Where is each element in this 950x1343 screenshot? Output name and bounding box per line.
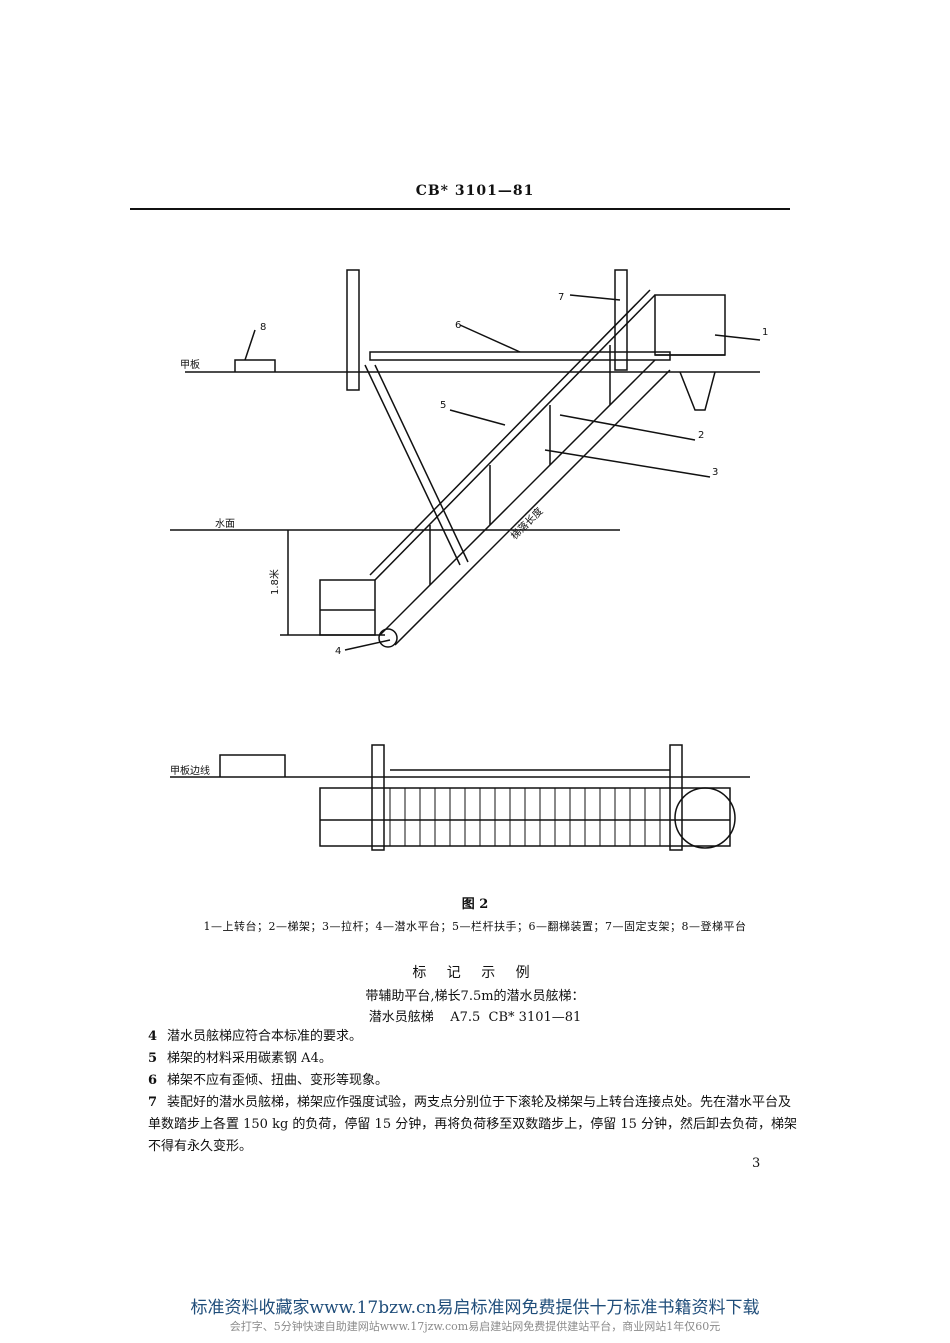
standard-code-header: CB* 3101—81 bbox=[415, 183, 535, 199]
depth-label: 1.8米 bbox=[268, 569, 281, 595]
callout-1: 1 bbox=[762, 327, 768, 338]
diver-platform bbox=[319, 579, 376, 636]
footer-link-line[interactable]: 标准资料收藏家www.17bzw.cn易启标准网免费提供十万标准书籍资料下载 bbox=[190, 1298, 760, 1318]
handrail bbox=[374, 294, 656, 581]
callout-8: 8 bbox=[260, 322, 266, 333]
paragraph-5: 5 梯架的材料采用碳素钢 A4。 bbox=[148, 1048, 798, 1070]
figure-legend: 1—上转台；2—梯架；3—拉杆；4—潜水平台；5—栏杆扶手；6—翻梯装置；7—固… bbox=[203, 920, 747, 933]
deck-edge-label: 甲板边线 bbox=[170, 764, 210, 777]
plan-turntable bbox=[674, 787, 736, 849]
strut bbox=[364, 364, 461, 566]
paragraph-num: 6 bbox=[148, 1073, 158, 1088]
ladder-length-label: 梯落长度 bbox=[508, 505, 545, 542]
paragraph-num: 5 bbox=[148, 1051, 158, 1066]
paragraph-num: 7 bbox=[148, 1095, 158, 1110]
callout-4: 4 bbox=[335, 646, 341, 657]
callout-5: 5 bbox=[440, 400, 446, 411]
example-line-1: 带辅助平台,梯长7.5m的潜水员舷梯： bbox=[365, 989, 585, 1004]
ladder-frame bbox=[379, 359, 656, 636]
boarding-platform bbox=[234, 359, 276, 372]
example-line-2: 潜水员舷梯 A7.5 CB* 3101—81 bbox=[368, 1010, 582, 1025]
paragraph-4: 4 潜水员舷梯应符合本标准的要求。 bbox=[148, 1026, 798, 1048]
upper-turntable bbox=[654, 294, 726, 356]
callout-6: 6 bbox=[455, 320, 461, 331]
header-rule bbox=[130, 208, 790, 210]
post-right bbox=[614, 269, 628, 371]
callout-7: 7 bbox=[558, 292, 564, 303]
page-number: 3 bbox=[752, 1156, 761, 1171]
ladder-figure: 1 2 3 4 5 6 7 8 甲板 水面 1.8米 梯落长度 甲板边线 bbox=[170, 269, 768, 851]
paragraph-text: 装配好的潜水员舷梯，梯架应作强度试验，两支点分别位于下滚轮及梯架与上转台连接点处… bbox=[148, 1095, 798, 1154]
flip-device bbox=[369, 351, 671, 361]
paragraph-text: 梯架的材料采用碳素钢 A4。 bbox=[167, 1051, 332, 1066]
paragraph-text: 梯架不应有歪倾、扭曲、变形等现象。 bbox=[167, 1073, 389, 1088]
callout-3: 3 bbox=[712, 467, 718, 478]
water-label: 水面 bbox=[215, 518, 235, 530]
callout-2: 2 bbox=[698, 430, 704, 441]
deck-label: 甲板 bbox=[180, 358, 200, 371]
paragraph-text: 潜水员舷梯应符合本标准的要求。 bbox=[167, 1029, 363, 1044]
post-left bbox=[346, 269, 360, 391]
turntable-support bbox=[679, 371, 716, 411]
paragraph-num: 4 bbox=[148, 1029, 158, 1044]
footer-ad-line[interactable]: 会打字、5分钟快速自助建网站www.17jzw.com易启建站网免费提供建站平台… bbox=[229, 1320, 721, 1333]
example-title: 标 记 示 例 bbox=[412, 965, 538, 981]
paragraph-6: 6 梯架不应有歪倾、扭曲、变形等现象。 bbox=[148, 1070, 798, 1092]
figure-title: 图 2 bbox=[461, 897, 489, 912]
